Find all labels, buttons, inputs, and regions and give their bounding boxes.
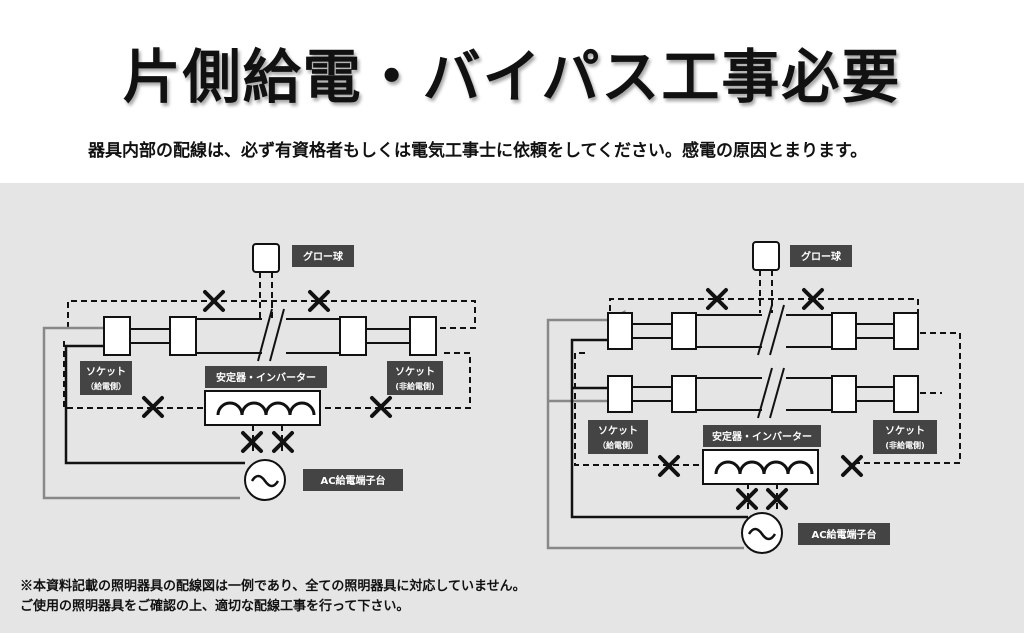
glow-label: グロー球 [303,250,344,263]
diagram-single-lamp: グロー球 安定器・インバーター ソケット （給電側） ソケット (非給電側) A… [42,243,476,501]
socket-left [103,316,131,356]
glow-bulb [752,241,780,271]
cut-mark-6 [766,488,788,510]
socket-left-label-box [588,420,648,454]
glow-label: グロー球 [801,250,842,263]
socket-right-sublabel: (非給電側) [395,381,434,391]
ballast-label: 安定器・インバーター [712,430,812,443]
cut-mark-1 [203,290,225,312]
coil-symbol [216,401,316,416]
old-wire-top [609,298,919,321]
socket-right-label: ソケット [885,425,925,437]
socket-left-label: ソケット [598,425,638,437]
bypass-wire-black [64,336,245,465]
lamp-tube [130,308,410,362]
coil-symbol [714,460,814,475]
lamp-tube-2 [607,367,919,419]
socket-left-sublabel: （給電側） [598,440,638,450]
socket-right-sublabel: (非給電側) [885,440,924,450]
ac-label-box [798,523,890,545]
cut-mark-3 [658,455,680,477]
cut-mark-4 [841,455,863,477]
socket-right-label-box [873,420,937,454]
wiring-diagrams: グロー球 安定器・インバーター ソケット （給電側） ソケット (非給電側) A… [42,241,961,554]
socket-left-label-box [80,361,132,395]
ac-label: AC給電端子台 [320,474,385,487]
socket-left-sublabel: （給電側） [86,381,126,391]
diagram-double-lamp: グロー球 安定器・インバーター ソケット （給電側） ソケット (非給電側) A… [546,241,961,554]
cut-mark-4 [370,396,392,418]
socket-left-label: ソケット [86,366,126,378]
glow-bulb [252,243,280,273]
old-wire-right [315,352,471,409]
cut-mark-6 [272,431,294,453]
cut-mark-5 [241,431,263,453]
ballast-label-box [703,425,821,447]
cut-mark-2 [802,288,824,310]
ballast-label-box [205,366,327,388]
ac-label-box [303,469,403,491]
glow-label-box [292,245,354,267]
old-wire-left [63,341,210,409]
page-title: 片側給電・バイパス工事必要 [122,43,902,111]
socket-right-label-box [387,361,443,395]
glow-label-box [790,245,852,267]
cut-mark-2 [308,290,330,312]
old-wire-top [67,300,476,329]
disclaimer-line-1: ※本資料記載の照明器具の配線図は一例であり、全ての照明器具に対応していません。 [20,579,526,594]
ac-label: AC給電端子台 [811,528,876,541]
cut-mark-3 [142,396,164,418]
cut-mark-5 [736,488,758,510]
socket-right-label: ソケット [395,366,435,378]
warning-subtitle: 器具内部の配線は、必ず有資格者もしくは電気工事士に依頼をしてください。感電の原因… [88,141,868,161]
disclaimer-line-2: ご使用の照明器具をご確認の上、適切な配線工事を行って下さい。 [20,599,410,614]
bypass-wire-gray [42,318,240,500]
cut-mark-1 [706,288,728,310]
old-wire-right [855,332,961,464]
ballast-label: 安定器・インバーター [216,371,316,384]
old-wire-left [574,352,700,466]
socket-right [409,316,437,356]
bypass-wire-black-1 [570,330,748,519]
lamp-tube-1 [607,304,919,356]
bypass-wire-gray-1 [546,310,744,550]
